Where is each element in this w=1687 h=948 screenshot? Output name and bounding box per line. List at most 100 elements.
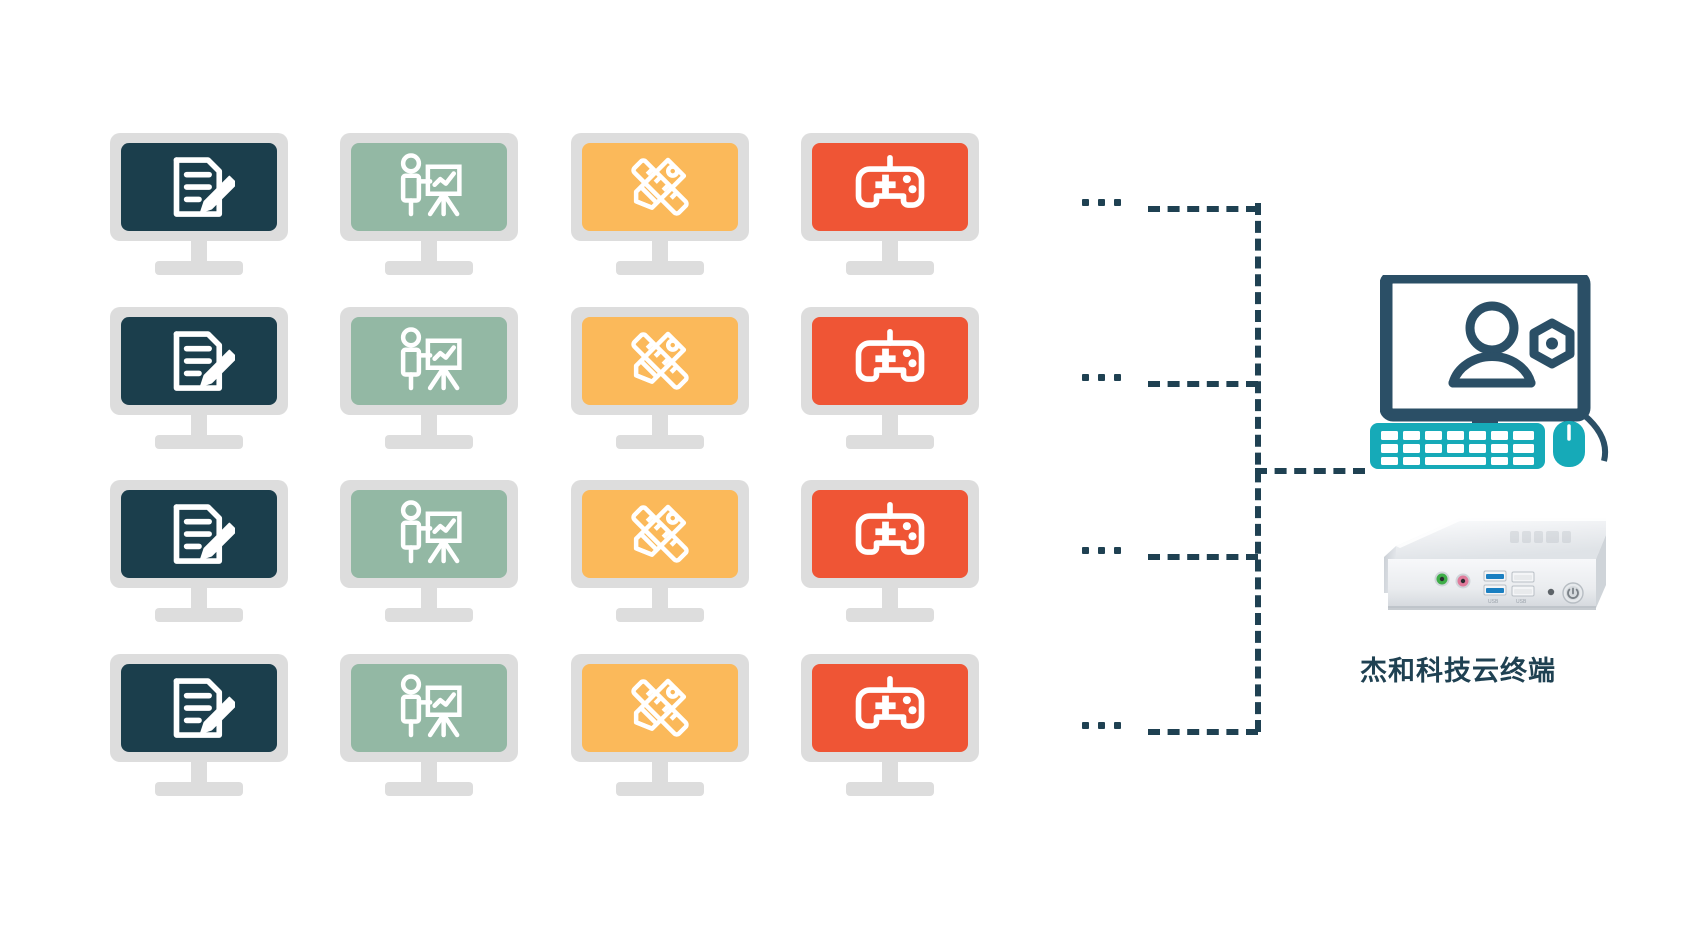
client-monitor-presentation[interactable] bbox=[340, 654, 518, 796]
ellipsis-row-2 bbox=[1082, 374, 1121, 381]
monitor-base bbox=[616, 435, 704, 449]
client-monitor-design[interactable] bbox=[571, 133, 749, 275]
client-monitor-gaming[interactable] bbox=[801, 133, 979, 275]
monitor-neck bbox=[652, 241, 668, 263]
monitor-base bbox=[155, 608, 243, 622]
monitor-base bbox=[846, 261, 934, 275]
client-monitor-document[interactable] bbox=[110, 133, 288, 275]
svg-text:USB: USB bbox=[1488, 599, 1499, 605]
pencil-ruler-icon bbox=[624, 325, 696, 397]
presenter-chart-icon bbox=[393, 498, 465, 570]
client-monitor-gaming[interactable] bbox=[801, 480, 979, 622]
monitor-neck bbox=[882, 415, 898, 437]
monitor-base bbox=[616, 261, 704, 275]
ellipsis-row-1 bbox=[1082, 199, 1121, 206]
presenter-chart-icon bbox=[393, 151, 465, 223]
monitor-base bbox=[385, 435, 473, 449]
gamepad-icon bbox=[854, 151, 926, 223]
client-monitor-document[interactable] bbox=[110, 480, 288, 622]
ellipsis-row-3 bbox=[1082, 547, 1121, 554]
monitor-base bbox=[385, 608, 473, 622]
client-monitor-gaming[interactable] bbox=[801, 654, 979, 796]
connector-bus-vertical bbox=[1255, 203, 1261, 732]
monitor-screen bbox=[351, 664, 507, 752]
monitor-screen bbox=[351, 490, 507, 578]
monitor-neck bbox=[191, 415, 207, 437]
client-monitor-design[interactable] bbox=[571, 480, 749, 622]
terminal-mini-pc-icon: USB USB bbox=[1360, 507, 1610, 637]
document-edit-icon bbox=[163, 151, 235, 223]
monitor-base bbox=[846, 435, 934, 449]
monitor-screen bbox=[812, 664, 968, 752]
client-monitor-document[interactable] bbox=[110, 307, 288, 449]
pencil-ruler-icon bbox=[624, 151, 696, 223]
client-monitor-presentation[interactable] bbox=[340, 133, 518, 275]
monitor-neck bbox=[421, 241, 437, 263]
monitor-neck bbox=[421, 415, 437, 437]
terminal-mouse-icon bbox=[1552, 420, 1586, 468]
terminal-label: 杰和科技云终端 bbox=[1360, 656, 1556, 686]
client-monitor-design[interactable] bbox=[571, 307, 749, 449]
monitor-base bbox=[155, 435, 243, 449]
monitor-screen bbox=[812, 143, 968, 231]
connector-branch-row1 bbox=[1148, 206, 1258, 212]
monitor-base bbox=[385, 782, 473, 796]
monitor-base bbox=[155, 261, 243, 275]
monitor-base bbox=[846, 608, 934, 622]
client-monitor-design[interactable] bbox=[571, 654, 749, 796]
monitor-base bbox=[155, 782, 243, 796]
cloud-terminal-group: USB USB 杰和科技云终端 bbox=[1360, 270, 1670, 725]
gamepad-icon bbox=[854, 672, 926, 744]
client-monitor-document[interactable] bbox=[110, 654, 288, 796]
client-monitor-presentation[interactable] bbox=[340, 480, 518, 622]
ellipsis-row-4 bbox=[1082, 722, 1121, 729]
monitor-screen bbox=[351, 143, 507, 231]
gamepad-icon bbox=[854, 498, 926, 570]
keyboard-svg bbox=[1370, 423, 1545, 469]
monitor-screen bbox=[582, 143, 738, 231]
monitor-neck bbox=[652, 415, 668, 437]
monitor-neck bbox=[882, 762, 898, 784]
document-edit-icon bbox=[163, 498, 235, 570]
mini-pc-svg: USB USB bbox=[1384, 518, 1606, 610]
monitor-screen bbox=[351, 317, 507, 405]
presenter-chart-icon bbox=[393, 325, 465, 397]
monitor-base bbox=[385, 261, 473, 275]
monitor-screen bbox=[121, 317, 277, 405]
monitor-neck bbox=[421, 588, 437, 610]
pencil-ruler-icon bbox=[624, 672, 696, 744]
monitor-neck bbox=[191, 762, 207, 784]
monitor-screen bbox=[582, 490, 738, 578]
monitor-screen bbox=[121, 664, 277, 752]
monitor-neck bbox=[882, 241, 898, 263]
gamepad-icon bbox=[854, 325, 926, 397]
connector-to-terminal bbox=[1255, 468, 1365, 474]
monitor-neck bbox=[652, 588, 668, 610]
monitor-base bbox=[616, 608, 704, 622]
terminal-keyboard-icon bbox=[1370, 423, 1545, 469]
monitor-screen bbox=[121, 490, 277, 578]
client-monitor-presentation[interactable] bbox=[340, 307, 518, 449]
connector-branch-row2 bbox=[1148, 381, 1258, 387]
document-edit-icon bbox=[163, 672, 235, 744]
connector-branch-row4 bbox=[1148, 729, 1258, 735]
pencil-ruler-icon bbox=[624, 498, 696, 570]
monitor-screen bbox=[812, 317, 968, 405]
monitor-base bbox=[846, 782, 934, 796]
monitor-neck bbox=[882, 588, 898, 610]
connector-branch-row3 bbox=[1148, 554, 1258, 560]
monitor-neck bbox=[191, 588, 207, 610]
document-edit-icon bbox=[163, 325, 235, 397]
monitor-neck bbox=[652, 762, 668, 784]
monitor-screen bbox=[812, 490, 968, 578]
monitor-base bbox=[616, 782, 704, 796]
monitor-screen bbox=[582, 664, 738, 752]
presenter-chart-icon bbox=[393, 672, 465, 744]
svg-text:USB: USB bbox=[1516, 599, 1527, 605]
mouse-svg bbox=[1553, 421, 1585, 467]
monitor-screen bbox=[121, 143, 277, 231]
client-monitor-gaming[interactable] bbox=[801, 307, 979, 449]
monitor-screen bbox=[582, 317, 738, 405]
monitor-neck bbox=[421, 762, 437, 784]
